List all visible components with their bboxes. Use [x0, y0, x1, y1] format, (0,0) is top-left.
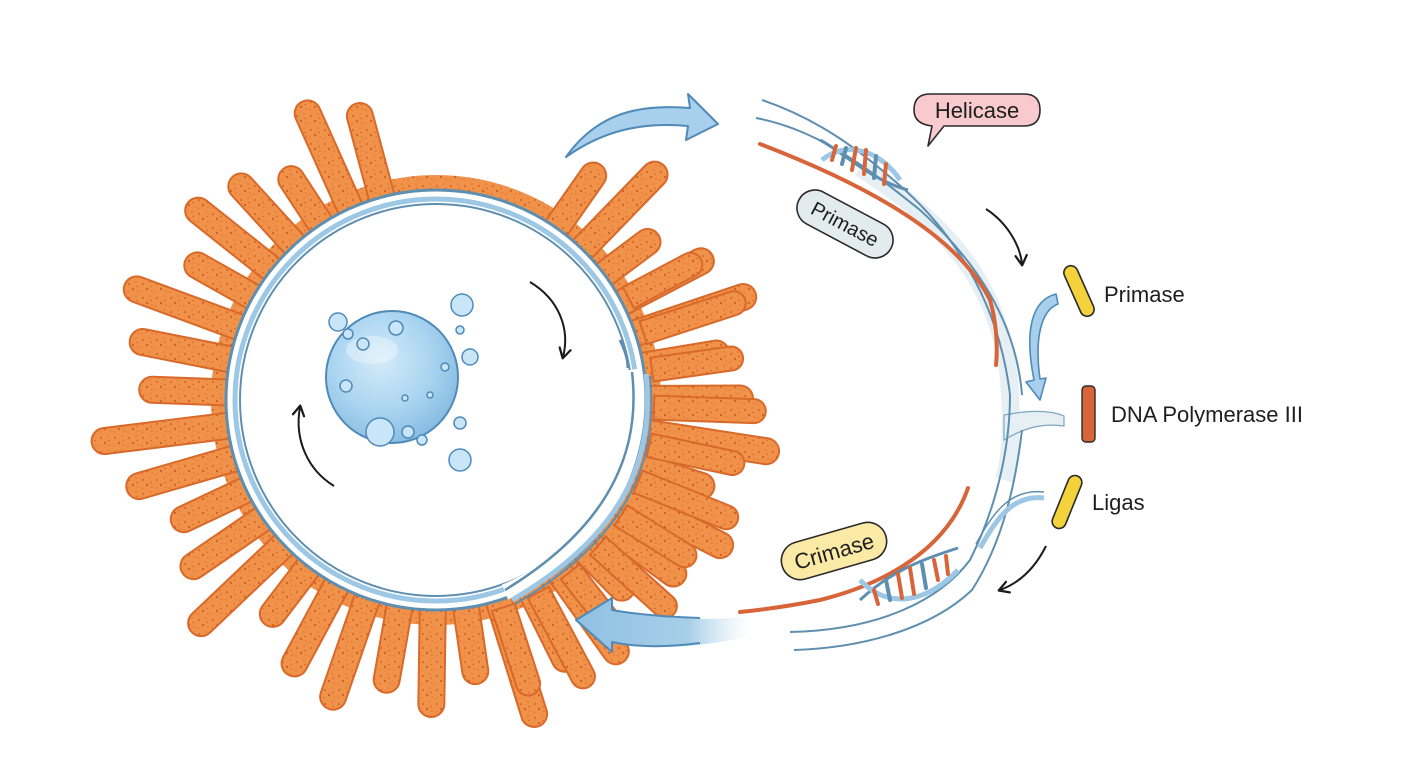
- villus: [319, 581, 385, 711]
- villus: [138, 375, 240, 407]
- villus: [184, 196, 291, 288]
- rotation-arrow-left: [291, 404, 335, 487]
- helicase-label: Helicase: [935, 98, 1019, 123]
- villus: [613, 503, 698, 569]
- villus: [128, 328, 246, 376]
- base-pair: [920, 562, 928, 590]
- villus: [169, 471, 264, 534]
- nucleus: [325, 293, 479, 472]
- base-pair: [840, 146, 848, 166]
- legend-primase-label: Primase: [1104, 282, 1185, 307]
- nucleus-bubble: [388, 320, 404, 336]
- nucleus-bubble: [450, 293, 474, 317]
- villus: [645, 432, 746, 476]
- primase-to-polymerase-arrow: [1025, 293, 1059, 401]
- villus: [490, 602, 542, 697]
- villus: [649, 345, 745, 383]
- villus: [345, 102, 399, 214]
- villus: [122, 275, 256, 345]
- villus: [183, 251, 271, 316]
- villus: [638, 290, 747, 346]
- villus: [526, 585, 596, 690]
- villus: [605, 477, 735, 560]
- villus: [280, 567, 355, 678]
- villus: [621, 251, 704, 310]
- villus: [293, 99, 368, 226]
- bottom-flow-arrow: [575, 597, 750, 653]
- legend-polymerase: DNA Polymerase III: [1081, 385, 1303, 443]
- nucleus-bubble: [401, 394, 409, 402]
- villus: [652, 394, 767, 425]
- base-pair: [850, 146, 858, 172]
- base-pair: [932, 558, 940, 582]
- nucleus-bubble: [453, 416, 467, 430]
- nucleus-bubble: [328, 312, 348, 332]
- nucleus-bubble: [416, 434, 428, 446]
- nucleus-bubble: [440, 362, 450, 372]
- villus: [372, 591, 416, 694]
- legend-polymerase-label: DNA Polymerase III: [1111, 402, 1303, 427]
- crimase-tag: Crimase: [780, 521, 888, 581]
- villus: [227, 172, 314, 264]
- nucleus-bubble: [426, 391, 434, 399]
- villus: [628, 416, 780, 466]
- base-pair: [862, 148, 868, 176]
- base-pair: [884, 578, 892, 602]
- base-pair: [908, 566, 916, 596]
- villus: [537, 161, 608, 247]
- villus: [179, 500, 281, 581]
- nucleus-bubble: [365, 417, 395, 447]
- villus: [563, 160, 669, 268]
- rotation-arrow-right: [529, 281, 572, 360]
- nucleus-bubble: [339, 379, 353, 393]
- legend-ligase: Ligas: [1051, 474, 1145, 530]
- fork-arrow-top: [985, 208, 1028, 267]
- primase-tag: Primase: [796, 189, 894, 259]
- legend-ligase-label: Ligas: [1092, 490, 1145, 515]
- base-pair: [872, 154, 878, 180]
- base-pair: [896, 572, 904, 600]
- nucleus-bubble: [455, 325, 465, 335]
- villus: [187, 525, 303, 638]
- base-pair: [882, 162, 888, 186]
- top-flow-arrow: [565, 93, 719, 158]
- base-pair: [872, 588, 880, 606]
- nucleus-bubble: [342, 328, 354, 340]
- villus: [632, 469, 740, 531]
- villus: [125, 441, 251, 501]
- replication-fork: [738, 99, 1065, 651]
- villus: [450, 593, 490, 686]
- ligase-marker: [1051, 474, 1083, 530]
- fork-arrow-bottom: [997, 545, 1047, 594]
- polymerase-marker: [1081, 385, 1096, 443]
- nucleus-bubble: [401, 425, 415, 439]
- legend-primase: Primase: [1063, 264, 1185, 318]
- base-pair: [944, 554, 950, 576]
- nucleus-bubble: [461, 348, 479, 366]
- nucleus-bubble: [356, 337, 370, 351]
- nucleus-bubble: [448, 448, 472, 472]
- primase-marker: [1063, 264, 1095, 318]
- villus: [417, 596, 447, 718]
- base-pair: [830, 144, 838, 162]
- villus: [90, 410, 243, 455]
- helicase-callout: Helicase: [913, 93, 1041, 147]
